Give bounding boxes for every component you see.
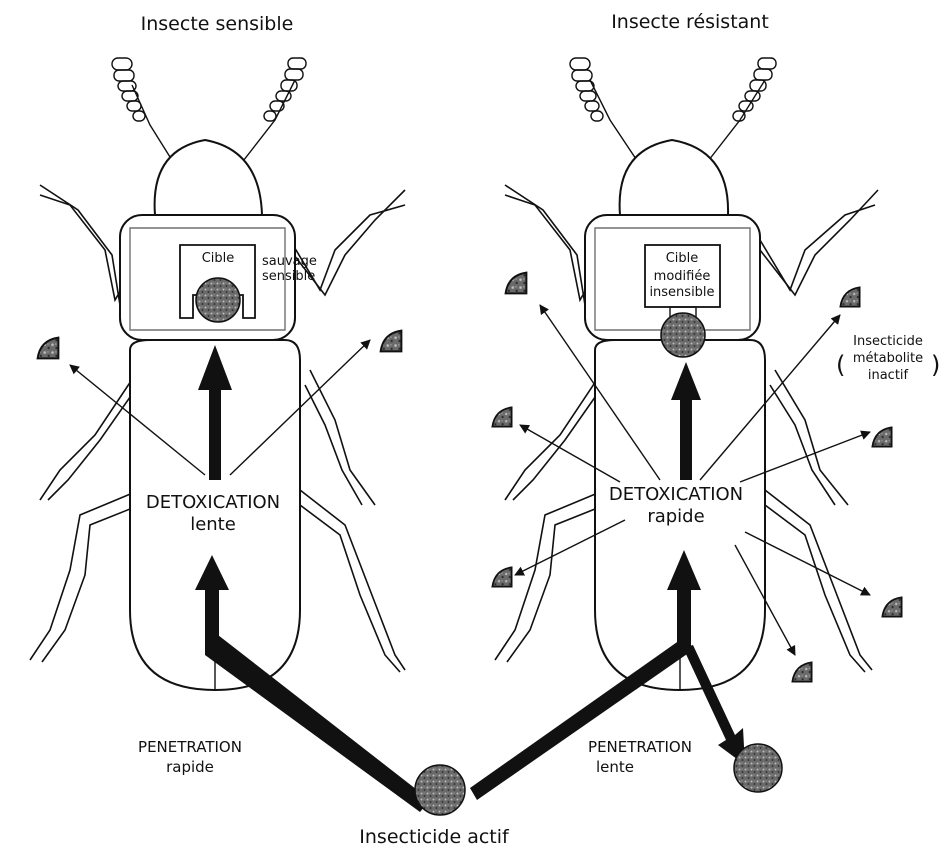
metabolite-legend-line1: Insecticide [853,334,923,349]
excreted-insecticide-particle [734,744,782,792]
left-target-state-line1: sauvage [262,254,317,269]
left-detox-line2: lente [190,514,236,535]
right-metabolite-fragment [840,287,859,306]
right-metabolite-fragment [882,597,901,616]
left-target-label: Cible [202,251,235,266]
left-insect: Cible sauvage sensible DETOXICATION lent… [30,58,430,812]
right-target-state-line2: insensible [649,285,714,300]
metabolite-legend-open-paren: ( [836,351,845,379]
right-target-label: Cible [666,251,699,266]
right-detox-line2: rapide [647,506,704,527]
metabolite-legend-close-paren: ) [931,351,940,379]
right-head [620,140,728,215]
right-blocked-insecticide-particle [661,313,705,357]
left-metabolite-fragment [38,338,59,359]
right-title: Insecte résistant [611,11,769,33]
left-detox-line1: DETOXICATION [146,492,280,513]
right-antenna-right [705,58,776,165]
right-metabolite-fragment [872,427,891,446]
metabolite-legend-line3: inactif [868,368,909,383]
left-mid-leg-left [40,375,135,500]
left-bound-insecticide-particle [196,278,240,322]
right-metabolite-fragment [492,567,511,586]
right-metabolite-fragment [492,407,511,426]
left-penetration-line2: rapide [166,758,214,776]
right-insect: Cible modifiée insensible DETOXICATION r… [470,58,940,800]
right-penetration-line2: lente [596,758,634,776]
left-mid-leg-right [310,370,375,505]
metabolite-legend-line2: métabolite [853,351,923,366]
left-metabolite-fragment [381,331,402,352]
left-penetration-arrow [205,635,430,812]
left-penetration-line1: PENETRATION [138,738,242,756]
right-target-state-line1: modifiée [654,269,711,284]
right-metabolite-fragment [506,273,527,294]
right-metabolite-fragment [792,662,811,681]
left-antenna-left [112,58,175,165]
right-antenna-left [570,58,640,165]
right-penetration-line1: PENETRATION [588,738,692,756]
left-antenna-right [240,58,306,165]
metabolite-legend: Insecticide métabolite inactif ( ) [836,334,940,383]
bottom-label: Insecticide actif [359,826,510,848]
left-target-state-line2: sensible [262,269,315,284]
left-title: Insecte sensible [141,13,294,35]
active-insecticide-particle [415,765,465,815]
right-detox-line1: DETOXICATION [609,484,743,505]
left-head [155,140,262,215]
right-penetration-arrow [470,640,690,800]
